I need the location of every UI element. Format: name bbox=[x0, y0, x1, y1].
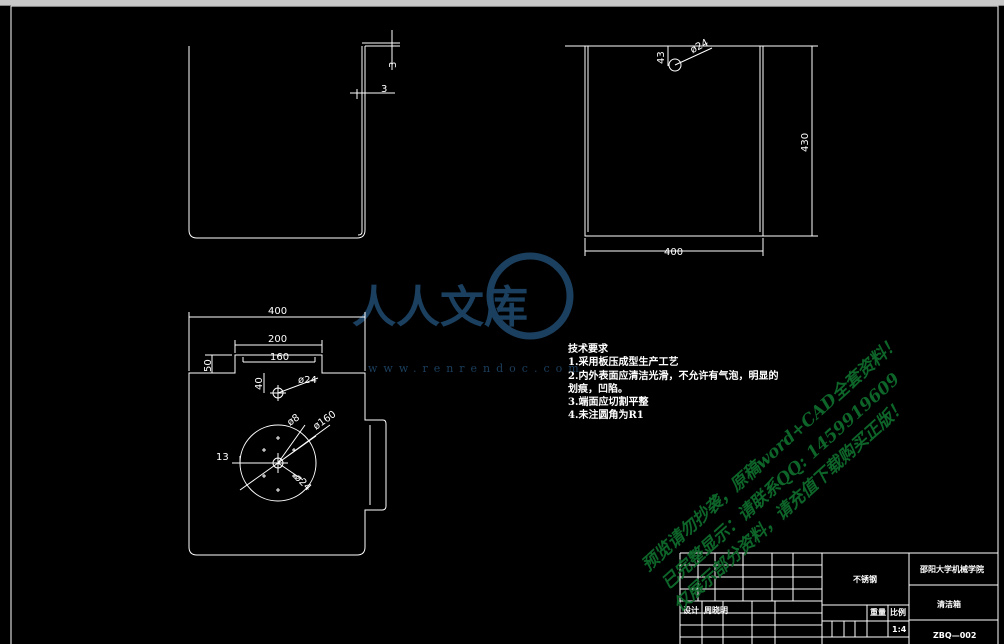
watermark-logo: 人人文库 www.renrendoc.com bbox=[352, 252, 585, 375]
svg-text:4.未注圆角为R1: 4.未注圆角为R1 bbox=[568, 408, 644, 421]
svg-text:200: 200 bbox=[268, 334, 287, 345]
svg-text:3: 3 bbox=[381, 84, 387, 95]
side-view: 400 430 ø24 43 bbox=[565, 37, 818, 258]
title-block: 不锈钢 邵阳大学机械学院 清洁箱 设计 周晓明 重量 比例 1:4 ZBQ—00… bbox=[679, 552, 998, 644]
svg-text:清洁箱: 清洁箱 bbox=[937, 599, 961, 609]
svg-text:3.端面应切割平整: 3.端面应切割平整 bbox=[568, 395, 648, 408]
svg-text:预览请勿抄袭，原稿word+CAD全套资料！: 预览请勿抄袭，原稿word+CAD全套资料！ bbox=[638, 333, 904, 576]
svg-text:不锈钢: 不锈钢 bbox=[853, 574, 877, 584]
svg-text:13: 13 bbox=[216, 452, 229, 463]
svg-text:3: 3 bbox=[388, 62, 399, 68]
svg-text:40: 40 bbox=[254, 377, 265, 390]
flat-pattern-view: 400 200 160 50 40 ø24 ø160 ø8 13 ø24 bbox=[188, 306, 387, 556]
svg-text:2.内外表面应清洁光滑，不允许有气泡，明显的: 2.内外表面应清洁光滑，不允许有气泡，明显的 bbox=[568, 369, 778, 382]
svg-text:1.采用板压成型生产工艺: 1.采用板压成型生产工艺 bbox=[568, 355, 678, 368]
svg-text:邵阳大学机械学院: 邵阳大学机械学院 bbox=[919, 564, 984, 574]
svg-text:划痕，凹陷。: 划痕，凹陷。 bbox=[568, 382, 628, 395]
svg-text:1:4: 1:4 bbox=[892, 625, 907, 634]
svg-text:重量: 重量 bbox=[870, 607, 886, 617]
svg-text:43: 43 bbox=[656, 51, 667, 64]
svg-text:ø24: ø24 bbox=[298, 375, 317, 386]
svg-text:160: 160 bbox=[270, 352, 289, 363]
svg-text:400: 400 bbox=[664, 247, 683, 258]
svg-text:已完整显示：请联系QQ: 1459919609: 已完整显示：请联系QQ: 1459919609 bbox=[658, 369, 904, 593]
svg-text:设计: 设计 bbox=[683, 605, 699, 615]
svg-text:比例: 比例 bbox=[890, 607, 906, 617]
top-view: 3 3 bbox=[188, 30, 400, 239]
svg-text:周晓明: 周晓明 bbox=[704, 605, 728, 615]
svg-text:ZBQ—002: ZBQ—002 bbox=[933, 631, 976, 640]
drawing-frame bbox=[10, 5, 999, 644]
svg-text:430: 430 bbox=[800, 133, 811, 152]
technical-requirements: 技术要求 1.采用板压成型生产工艺 2.内外表面应清洁光滑，不允许有气泡，明显的… bbox=[568, 342, 778, 421]
svg-text:50: 50 bbox=[203, 359, 214, 372]
svg-text:400: 400 bbox=[268, 306, 287, 317]
svg-text:技术要求: 技术要求 bbox=[568, 342, 609, 355]
svg-text:人人文库: 人人文库 bbox=[352, 282, 528, 333]
svg-text:www.renrendoc.com: www.renrendoc.com bbox=[368, 362, 585, 375]
